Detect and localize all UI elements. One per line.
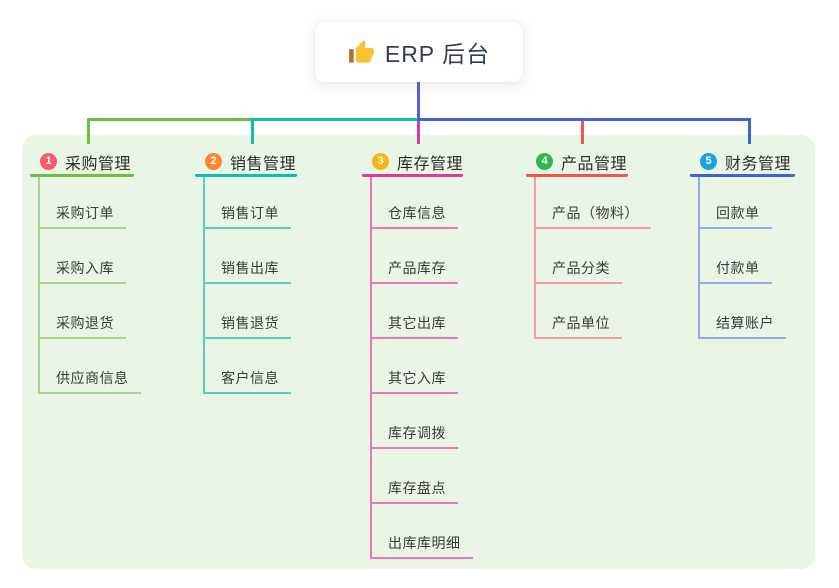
child-node: 结算账户: [698, 313, 786, 339]
connector-drop-purchase: [87, 118, 90, 144]
child-node: 客户信息: [203, 368, 291, 394]
child-node: 采购退货: [38, 313, 126, 339]
child-node: 产品（物料）: [534, 203, 651, 229]
branch-label: 产品管理: [561, 155, 628, 173]
connector-drop-finance: [748, 118, 751, 144]
connector-drop-inventory: [417, 121, 420, 144]
child-node: 产品分类: [534, 258, 622, 284]
branch-badge: 4: [536, 153, 553, 170]
branch-label: 库存管理: [397, 155, 464, 173]
child-node: 其它出库: [370, 313, 458, 339]
thumbs-up-icon: [348, 39, 375, 66]
child-node: 付款单: [698, 258, 772, 284]
child-node: 产品单位: [534, 313, 622, 339]
branch-heading-sales: 2 销售管理: [195, 149, 297, 177]
child-node: 出库库明细: [370, 533, 473, 559]
branch-label: 销售管理: [230, 155, 297, 173]
child-node: 回款单: [698, 203, 772, 229]
branch-badge: 2: [205, 153, 222, 170]
child-node: 销售出库: [203, 258, 291, 284]
branch-heading-product: 4 产品管理: [526, 149, 628, 177]
branches-panel: [22, 135, 815, 569]
child-node: 采购订单: [38, 203, 126, 229]
branch-badge: 3: [372, 153, 389, 170]
child-node: 库存调拨: [370, 423, 458, 449]
branch-label: 财务管理: [725, 155, 792, 173]
child-node: 库存盘点: [370, 478, 458, 504]
child-node: 销售退货: [203, 313, 291, 339]
branch-heading-inventory: 3 库存管理: [362, 149, 463, 177]
branch-heading-purchase: 1 采购管理: [30, 149, 134, 177]
branch-child-connector: [38, 177, 40, 394]
connector-trunk-left: [87, 118, 253, 121]
branch-child-connector: [370, 177, 372, 559]
connector-drop-product: [581, 121, 584, 144]
branch-badge: 5: [700, 153, 717, 170]
connector-drop-sales: [251, 118, 254, 144]
child-node: 仓库信息: [370, 203, 458, 229]
child-node: 产品库存: [370, 258, 458, 284]
connector-root-stem: [417, 82, 420, 121]
branch-child-connector: [534, 177, 536, 339]
child-node: 采购入库: [38, 258, 126, 284]
child-node: 供应商信息: [38, 368, 141, 394]
child-node: 销售订单: [203, 203, 291, 229]
branch-child-connector: [698, 177, 700, 339]
root-node: ERP 后台: [315, 22, 523, 82]
root-label: ERP 后台: [384, 41, 491, 67]
branch-heading-finance: 5 财务管理: [690, 149, 795, 177]
connector-trunk-right: [417, 118, 751, 121]
branch-label: 采购管理: [65, 155, 132, 173]
branch-child-connector: [203, 177, 205, 394]
child-node: 其它入库: [370, 368, 458, 394]
connector-trunk-middle: [252, 118, 418, 121]
branch-badge: 1: [40, 153, 57, 170]
